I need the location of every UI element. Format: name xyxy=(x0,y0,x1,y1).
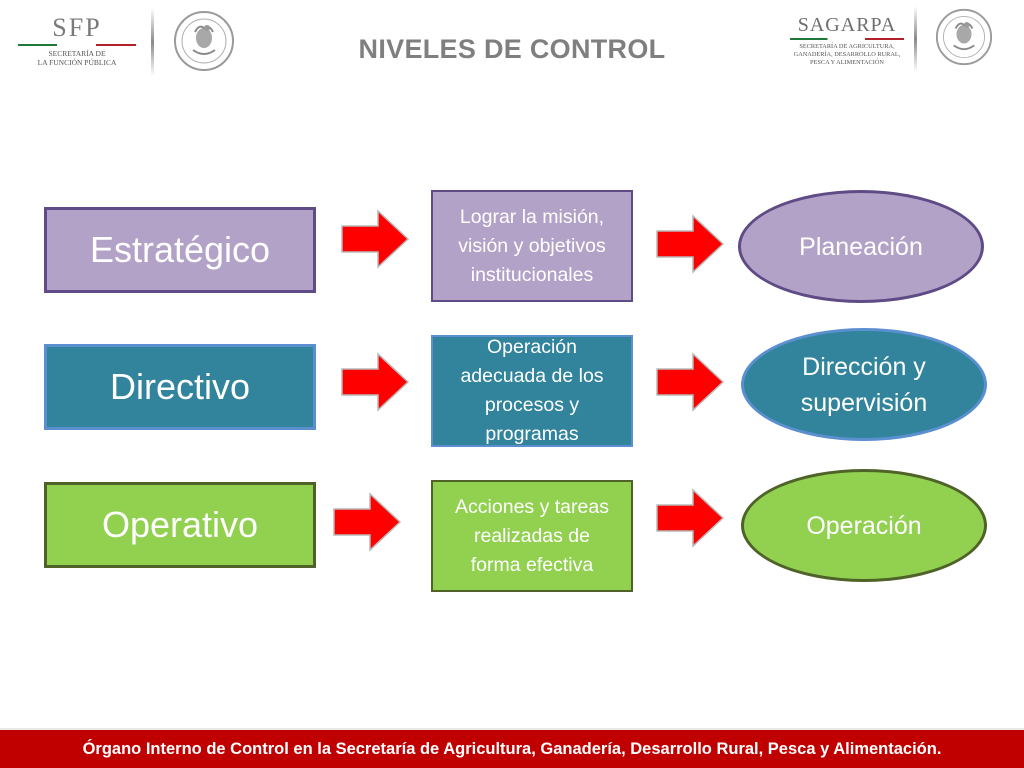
result-operativo: Operación xyxy=(741,469,987,582)
mexican-coat-of-arms-icon xyxy=(173,10,235,72)
sagarpa-subtitle: SECRETARÍA DE AGRICULTURA, GANADERÍA, DE… xyxy=(793,43,901,66)
result-directivo: Dirección y supervisión xyxy=(741,328,987,441)
right-arrow-icon xyxy=(340,209,410,269)
level-estrategico: Estratégico xyxy=(44,207,316,293)
sagarpa-logo: SAGARPA SECRETARÍA DE AGRICULTURA, GANAD… xyxy=(786,14,908,76)
right-arrow-icon xyxy=(655,488,725,548)
description-operativo: Acciones y tareas realizadas de forma ef… xyxy=(431,480,633,592)
flag-color-rule xyxy=(790,38,904,40)
flag-color-rule xyxy=(18,44,136,46)
description-estrategico: Lograr la misión, visión y objetivos ins… xyxy=(431,190,633,302)
sfp-subtitle: SECRETARÍA DE LA FUNCIÓN PÚBLICA xyxy=(37,49,117,67)
header-divider xyxy=(151,8,154,76)
level-operativo: Operativo xyxy=(44,482,316,568)
page-title: NIVELES DE CONTROL xyxy=(358,34,666,64)
header-divider xyxy=(914,6,917,72)
sfp-acronym: SFP xyxy=(52,13,102,42)
sagarpa-acronym: SAGARPA xyxy=(797,14,897,36)
footer-banner: Órgano Interno de Control en la Secretar… xyxy=(0,728,1024,768)
level-directivo: Directivo xyxy=(44,344,316,430)
sfp-logo: SFP SECRETARÍA DE LA FUNCIÓN PÚBLICA xyxy=(12,14,142,76)
result-estrategico: Planeación xyxy=(738,190,984,303)
right-arrow-icon xyxy=(332,492,402,552)
mexican-coat-of-arms-icon xyxy=(935,8,993,66)
right-arrow-icon xyxy=(655,214,725,274)
right-arrow-icon xyxy=(340,352,410,412)
footer-text: Órgano Interno de Control en la Secretar… xyxy=(82,739,942,758)
description-directivo: Operación adecuada de los procesos y pro… xyxy=(431,335,633,447)
right-arrow-icon xyxy=(655,352,725,412)
